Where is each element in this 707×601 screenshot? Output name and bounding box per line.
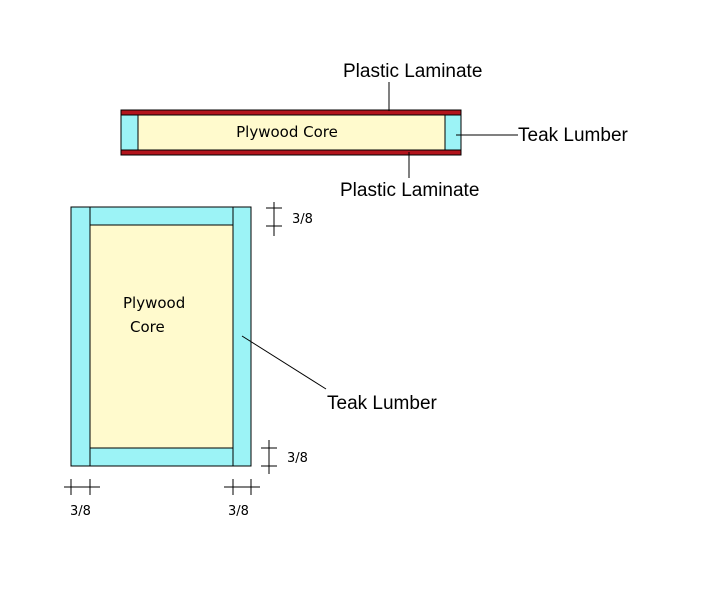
plan-teak-leader [241,335,327,390]
top-laminate-label: Plastic Laminate [343,61,482,82]
left-teak-edge [120,114,139,151]
plan-core-label-line1: Plywood [123,294,185,312]
section-view: Plywood Core Plastic Laminate Plastic La… [120,61,629,201]
section-core-label: Plywood Core [236,123,338,141]
dim-label-bottom-right: 3/8 [287,451,308,466]
dim-mark-bottom-right [261,440,277,474]
dim-mark-top-right [266,202,282,236]
bottom-laminate-strip [120,149,462,156]
plan-view: Plywood Core Teak Lumber 3/8 3/8 3/8 [64,202,438,519]
dim-mark-bottom-left [64,479,100,495]
plywood-core-section [137,114,446,151]
dim-label-top-right: 3/8 [292,212,313,227]
dim-label-bottom-left: 3/8 [70,504,91,519]
top-laminate-strip [120,109,462,116]
plan-teak-label: Teak Lumber [327,393,438,414]
plan-plywood-core [89,224,234,449]
right-teak-edge [444,114,462,151]
dim-mark-bottom-center [224,479,260,495]
dim-label-bottom-center: 3/8 [228,504,249,519]
bottom-laminate-label: Plastic Laminate [340,180,479,201]
section-teak-label: Teak Lumber [518,125,629,146]
plan-core-label-line2: Core [130,318,165,336]
